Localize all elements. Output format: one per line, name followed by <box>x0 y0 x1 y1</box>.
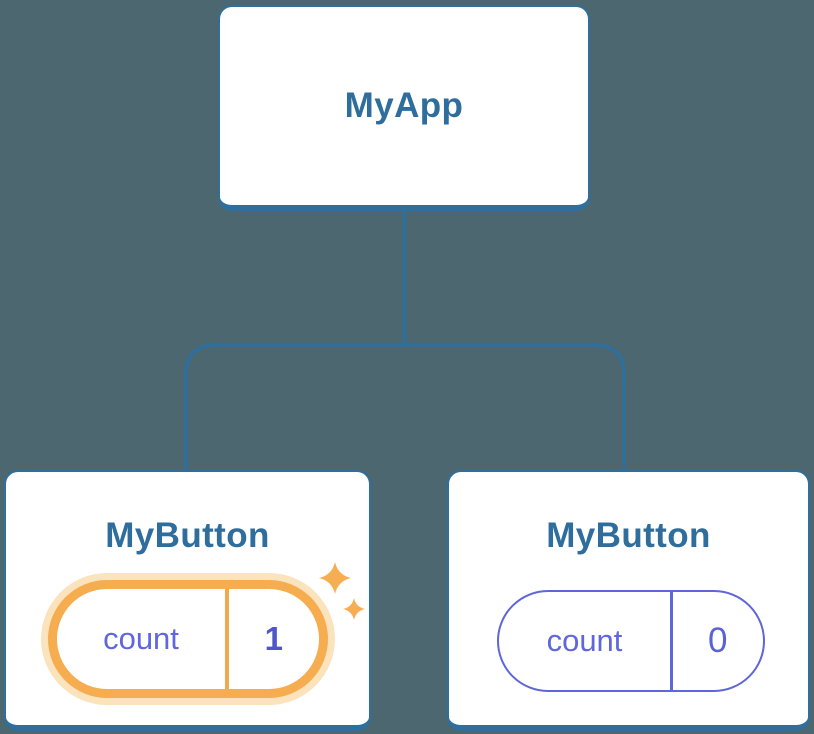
state-pill-divider <box>225 589 229 689</box>
connector-bracket <box>184 343 626 471</box>
state-value: 1 <box>264 620 283 657</box>
state-pill-divider <box>670 592 673 690</box>
state-key-label: count <box>546 623 623 658</box>
state-pill-highlight-ring: count 1 <box>48 580 328 698</box>
sparkle-large <box>319 562 351 594</box>
state-pill: count 1 <box>57 589 319 689</box>
component-node-mybutton-highlighted: MyButton count 1 <box>4 470 371 731</box>
state-key-label: count <box>103 621 179 656</box>
component-node-myapp: MyApp <box>218 5 590 211</box>
state-pill: count 0 <box>497 590 765 692</box>
state-value: 0 <box>708 621 728 660</box>
state-pill-highlight-glow: count 1 <box>41 573 335 705</box>
sparkle-small <box>343 598 365 620</box>
component-label: MyApp <box>344 86 464 125</box>
component-label: MyButton <box>105 516 270 555</box>
sparkle-icon <box>319 562 365 620</box>
component-label: MyButton <box>546 516 711 555</box>
component-node-mybutton-plain: MyButton count 0 <box>447 470 810 731</box>
